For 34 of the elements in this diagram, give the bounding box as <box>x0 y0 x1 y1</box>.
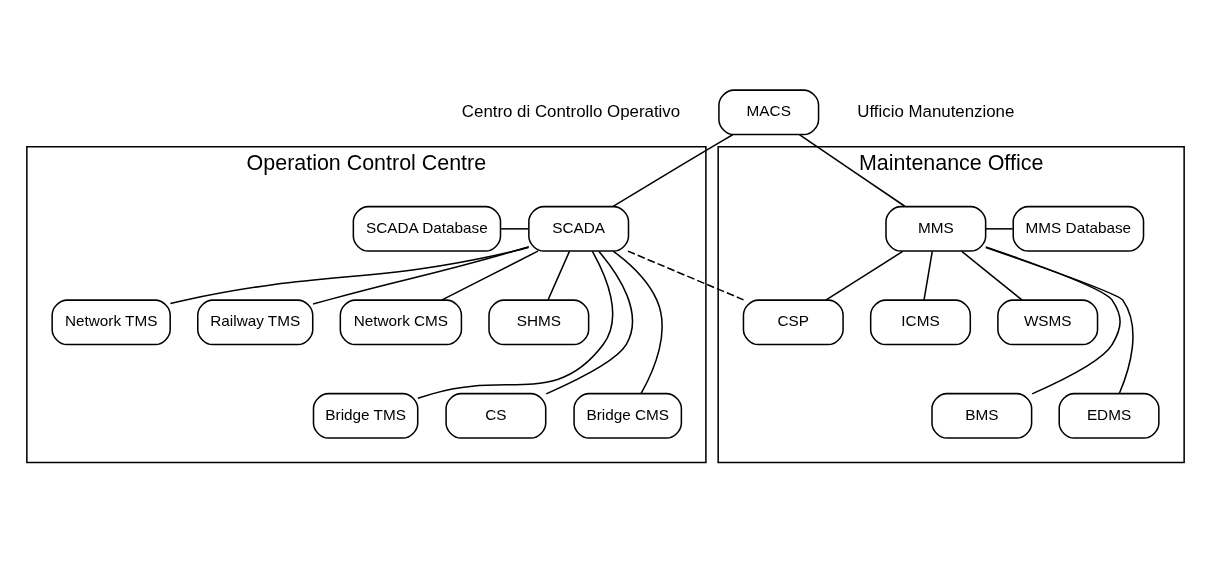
label: Ufficio Manutenzione <box>857 101 1015 121</box>
connector <box>627 250 745 301</box>
node-box: Bridge CMS <box>573 392 683 439</box>
node-box: SHMS <box>488 299 590 346</box>
connector <box>547 250 571 301</box>
node-box: Network CMS <box>339 299 463 346</box>
node-box: Network TMS <box>51 299 171 346</box>
connector <box>612 133 734 208</box>
connector <box>545 250 634 395</box>
node-box: SCADA <box>528 205 630 252</box>
node-box: BMS <box>931 392 1033 439</box>
node-box: CSP <box>742 299 844 346</box>
node-box: CS <box>445 392 547 439</box>
node-box: ICMS <box>869 299 972 346</box>
node-box: MMS <box>885 205 987 252</box>
node-box: MMS Database <box>1012 205 1145 252</box>
connector <box>961 250 1023 301</box>
connector <box>312 245 530 305</box>
connector <box>798 133 906 208</box>
node-box: Bridge TMS <box>312 392 419 439</box>
node-box: EDMS <box>1058 392 1160 439</box>
label: Centro di Controllo Operativo <box>461 101 681 121</box>
connector <box>417 250 614 399</box>
connector <box>985 228 1014 230</box>
node-box: MACS <box>718 89 820 136</box>
connector <box>169 246 530 305</box>
node-box: SCADA Database <box>352 205 502 252</box>
node-box: Railway TMS <box>197 299 314 346</box>
connector <box>923 250 934 301</box>
node-box: WSMS <box>997 299 1099 346</box>
connector <box>500 228 530 230</box>
connector <box>825 250 904 301</box>
connector <box>612 250 663 395</box>
connector <box>441 250 539 301</box>
